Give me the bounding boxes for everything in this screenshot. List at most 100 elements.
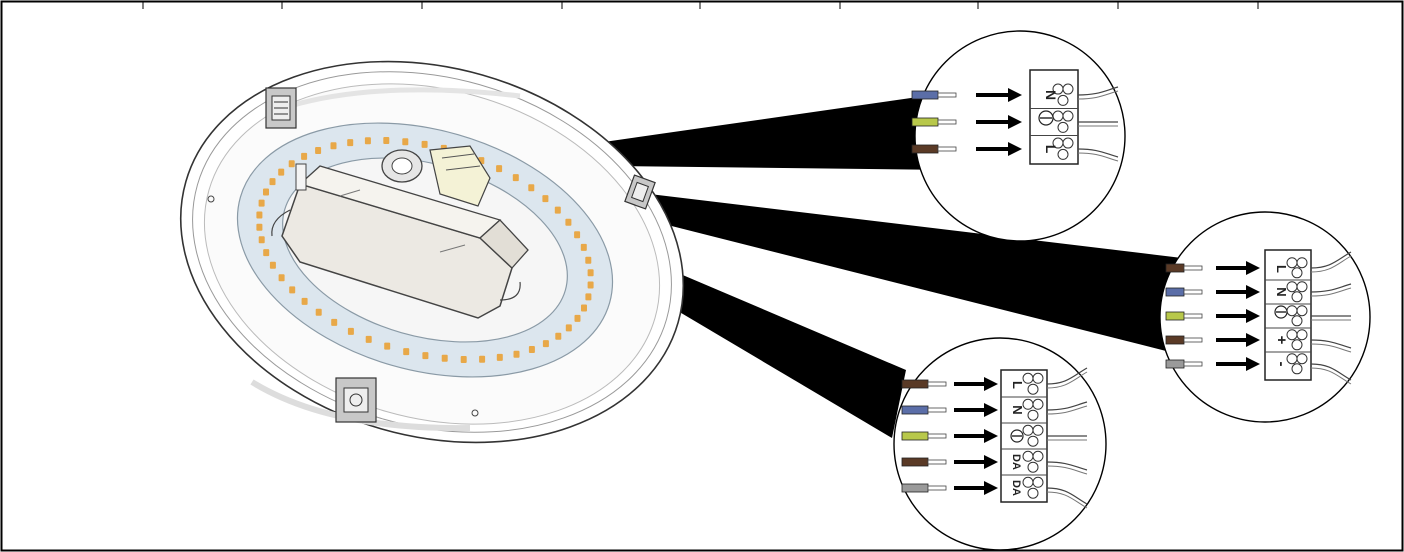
slots-top <box>1030 83 1078 160</box>
terminal-release-hole <box>1286 305 1298 317</box>
terminal-label-right-3: + <box>1273 336 1290 345</box>
led-chip <box>269 261 276 269</box>
led-chip <box>441 354 448 362</box>
output-lead <box>1046 491 1088 509</box>
led-chip <box>315 308 322 316</box>
output-lead <box>1310 251 1352 269</box>
insert-arrow-head <box>1246 333 1260 347</box>
output-lead <box>1046 465 1088 475</box>
insert-arrow-head <box>1246 357 1260 371</box>
mounting-clip-top <box>265 87 297 129</box>
wires-bottom <box>901 377 998 495</box>
wire-insulation <box>911 90 939 100</box>
led-chip <box>330 142 337 150</box>
output-lead <box>1310 363 1352 381</box>
insert-arrow-head <box>984 403 998 417</box>
output-lead <box>1310 287 1352 297</box>
led-chip <box>528 346 535 353</box>
led-chip <box>364 137 371 145</box>
led-chip <box>347 327 354 335</box>
detail-circle-bottom <box>893 337 1107 551</box>
insert-arrow-head <box>1008 142 1022 156</box>
insert-arrow-head <box>984 377 998 391</box>
connector-bottom: L N DA DA <box>901 367 1088 509</box>
terminal-label-right-1: N <box>1274 287 1289 296</box>
led-chip <box>256 211 263 219</box>
led-chip <box>347 139 354 147</box>
wire-insulation <box>911 117 939 127</box>
terminal-release-hole <box>1296 329 1308 341</box>
led-chip <box>301 152 308 160</box>
wire-conductor <box>937 146 957 152</box>
terminal-release-hole <box>1052 110 1064 122</box>
wire-conductor <box>937 92 957 98</box>
terminal-release-hole <box>1022 476 1034 488</box>
earth-symbol-top <box>1038 110 1054 126</box>
wire-conductor <box>927 407 947 413</box>
mounting-clip-right <box>624 174 656 210</box>
output-lead <box>1310 339 1352 349</box>
terminal-release-hole <box>1296 353 1308 365</box>
leads-right <box>1310 251 1352 385</box>
terminal-release-hole <box>1062 110 1074 122</box>
output-lead <box>1046 371 1088 389</box>
led-chip <box>315 147 322 154</box>
mounting-clip-bottom <box>335 377 377 423</box>
led-chip <box>542 340 549 348</box>
output-lead <box>1046 461 1088 471</box>
led-chip <box>528 184 535 192</box>
terminal-release-hole <box>1032 476 1044 488</box>
wire-insulation <box>1165 335 1185 345</box>
wire-insulation <box>901 457 929 467</box>
terminal-release-hole <box>1291 291 1303 303</box>
terminal-label-bottom-3: DA <box>1010 454 1022 470</box>
terminal-release-hole <box>1032 450 1044 462</box>
terminal-release-hole <box>1062 83 1074 95</box>
led-chip <box>513 350 520 358</box>
led-chip <box>422 352 429 360</box>
wire-conductor <box>927 381 947 387</box>
terminal-release-hole <box>1296 257 1308 269</box>
led-chip <box>384 342 391 350</box>
led-chip <box>269 178 276 186</box>
insert-arrow-head <box>984 429 998 443</box>
led-dots <box>256 137 594 363</box>
output-lead <box>1077 148 1119 158</box>
terminal-label-top-0: N <box>1043 90 1059 100</box>
terminal-release-hole <box>1027 487 1039 499</box>
terminal-label-bottom-4: DA <box>1010 480 1022 496</box>
terminal-release-hole <box>1032 372 1044 384</box>
wire-insulation <box>1165 287 1185 297</box>
led-chip <box>565 218 572 226</box>
output-lead <box>1310 343 1352 353</box>
led-chip <box>256 223 263 231</box>
wires-top <box>911 88 1022 156</box>
output-lead <box>1077 90 1119 100</box>
terminal-release-hole <box>1062 137 1074 149</box>
terminal-label-bottom-0: L <box>1010 381 1025 389</box>
wire-conductor <box>1183 337 1203 343</box>
terminal-release-hole <box>1027 409 1039 421</box>
slots-right <box>1265 257 1311 375</box>
wire-conductor <box>937 119 957 125</box>
wire-insulation <box>1165 263 1185 273</box>
wire-insulation <box>1165 311 1185 321</box>
led-chip <box>289 286 296 294</box>
led-chip <box>258 199 265 207</box>
output-lead <box>1077 152 1119 162</box>
wire-insulation <box>1165 359 1185 369</box>
earth-symbol-right <box>1274 305 1288 319</box>
led-chip <box>278 274 285 282</box>
terminal-release-hole <box>1032 398 1044 410</box>
led-chip <box>258 236 265 244</box>
connector-right: L N + - <box>1165 249 1352 385</box>
leads-bottom <box>1046 367 1088 509</box>
led-chip <box>288 160 295 168</box>
led-chip <box>554 206 561 214</box>
output-lead <box>1310 367 1352 385</box>
led-chip <box>585 293 592 301</box>
top-column-ticks <box>142 1 1259 9</box>
led-chip <box>574 314 581 322</box>
